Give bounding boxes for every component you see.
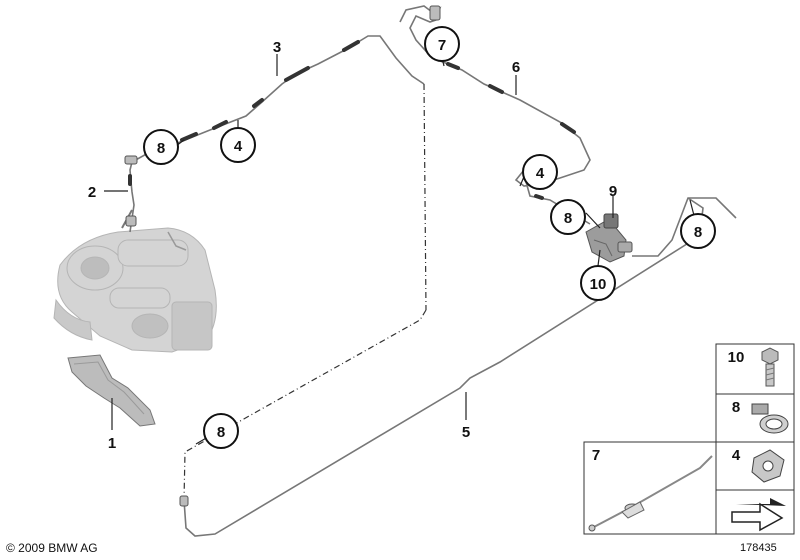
arrow-icon [731,498,786,532]
legend-number: 8 [732,399,740,416]
legend-number: 7 [592,447,600,464]
legend-item-8: 8 [732,399,789,434]
callout-7: 7 [424,26,460,62]
callout-number: 7 [438,37,446,54]
legend-arrow [731,498,786,532]
hose-segments [128,40,576,200]
pressure-sensor [585,213,633,263]
callout-4-mid: 4 [522,154,558,190]
bolt-icon [761,347,779,387]
legend-box-7: 7 [588,447,713,532]
legend-item-10: 10 [728,347,779,387]
clip-nut-icon [751,449,785,483]
cable-tie-icon [588,455,713,532]
callout-number: 1 [108,435,116,452]
callout-number: 9 [609,183,617,200]
callout-number: 8 [564,210,572,227]
engine-assembly [53,209,217,353]
legend-number: 10 [728,349,745,366]
callout-number: 8 [157,140,165,157]
heat-shield [67,354,156,427]
callout-8-left: 8 [143,129,179,165]
callout-number: 8 [217,424,225,441]
callout-number: 3 [273,39,281,56]
callout-8-bottom: 8 [203,413,239,449]
callout-6: 6 [512,59,520,76]
callout-1: 1 [108,435,116,452]
fuel-lines [129,5,737,537]
callout-number: 2 [88,184,96,201]
callout-5: 5 [462,424,470,441]
callout-4-top: 4 [220,127,256,163]
callout-9: 9 [609,183,617,200]
callout-number: 6 [512,59,520,76]
callout-number: 10 [590,276,607,293]
callout-3: 3 [273,39,281,56]
diagram-id: 178435 [740,542,777,554]
callout-8-mid: 8 [550,199,586,235]
hose-clamp-icon [751,403,789,434]
callout-number: 8 [694,224,702,241]
callout-number: 5 [462,424,470,441]
copyright-text: © 2009 BMW AG [6,541,98,555]
callout-8-right: 8 [680,213,716,249]
legend-panel [583,343,795,535]
callout-10: 10 [580,265,616,301]
connectors [124,5,441,507]
callout-2: 2 [88,184,96,201]
callout-number: 4 [536,165,545,182]
callout-number: 4 [234,138,243,155]
legend-item-4: 4 [732,447,785,483]
legend-number: 4 [732,447,741,464]
